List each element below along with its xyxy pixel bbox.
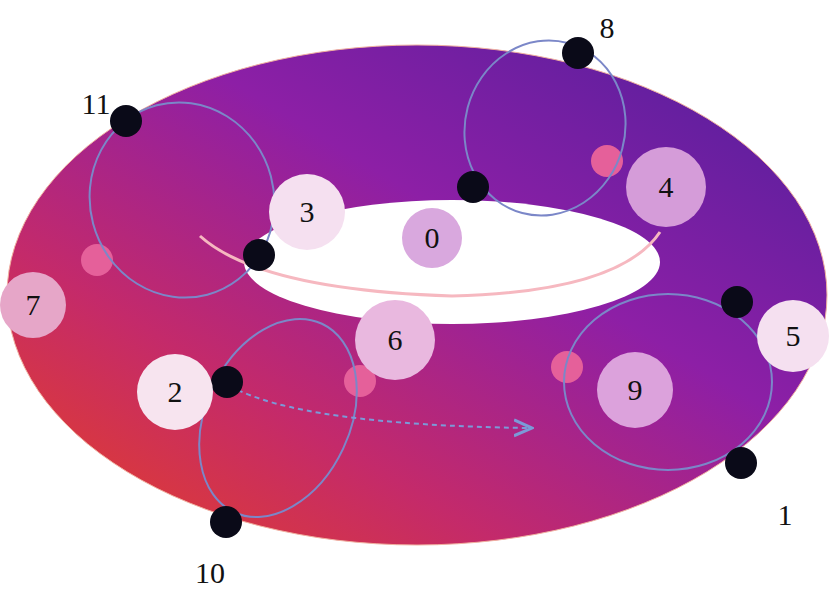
point-label: 10 <box>195 558 225 588</box>
disc-number: 3 <box>300 197 315 227</box>
numbered-disc: 9 <box>597 352 673 428</box>
numbered-disc: 5 <box>757 300 829 372</box>
point-label: 8 <box>600 13 615 43</box>
numbered-disc: 4 <box>626 147 706 227</box>
disc-number: 9 <box>628 375 643 405</box>
disc-number: 2 <box>168 377 183 407</box>
disc-number: 4 <box>659 172 674 202</box>
numbered-disc: 2 <box>137 354 213 430</box>
numbered-disc: 0 <box>402 208 462 268</box>
disc-number: 0 <box>425 223 440 253</box>
numbered-disc: 7 <box>0 272 66 338</box>
numbered-disc: 3 <box>269 174 345 250</box>
disc-number: 7 <box>26 290 41 320</box>
numbered-disc: 6 <box>355 300 435 380</box>
disc-number: 5 <box>786 321 801 351</box>
point-label: 1 <box>778 500 793 530</box>
disc-number: 6 <box>388 325 403 355</box>
point-label: 11 <box>82 89 111 119</box>
